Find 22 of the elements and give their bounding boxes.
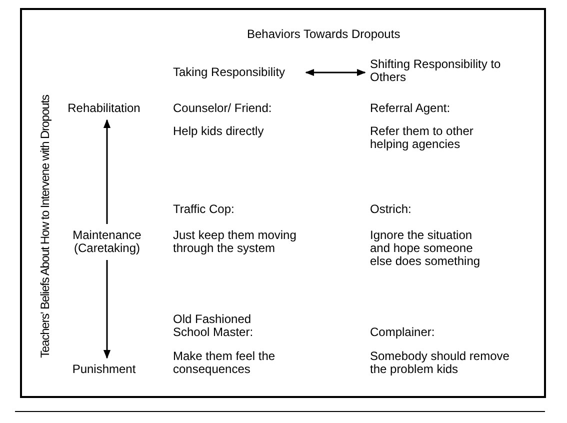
- diagram-title: Behaviors Towards Dropouts: [247, 28, 400, 41]
- axis-label: Taking Responsibility: [173, 66, 301, 79]
- cell-text: Make them feel the consequences: [173, 350, 276, 376]
- arrow: [103, 119, 111, 224]
- cell-text: Somebody should remove the problem kids: [370, 350, 510, 376]
- cell-text: Referral Agent:: [370, 102, 452, 115]
- axis-label: Punishment: [62, 363, 146, 376]
- cell-text: Traffic Cop:: [173, 203, 236, 216]
- arrow: [305, 68, 366, 76]
- cell-text: Counselor/ Friend:: [173, 102, 273, 115]
- axis-label: Maintenance (Caretaking): [62, 229, 152, 255]
- cell-text: Old Fashioned School Master:: [173, 313, 254, 339]
- cell-text: Just keep them moving through the system: [173, 229, 298, 255]
- axis-label: Shifting Responsibility to Others: [370, 58, 505, 84]
- cell-text: Complainer:: [370, 326, 436, 339]
- cell-text: Help kids directly: [173, 125, 265, 138]
- axis-label: Rehabilitation: [62, 102, 146, 115]
- arrow: [103, 260, 111, 359]
- cell-text: Refer them to other helping agencies: [370, 125, 474, 151]
- cell-text: Ostrich:: [370, 203, 412, 216]
- vertical-axis-title: Teachers' Beliefs About How to Intervene with Dropouts: [38, 94, 52, 360]
- cell-text: Ignore the situation and hope someone else does something: [370, 229, 482, 268]
